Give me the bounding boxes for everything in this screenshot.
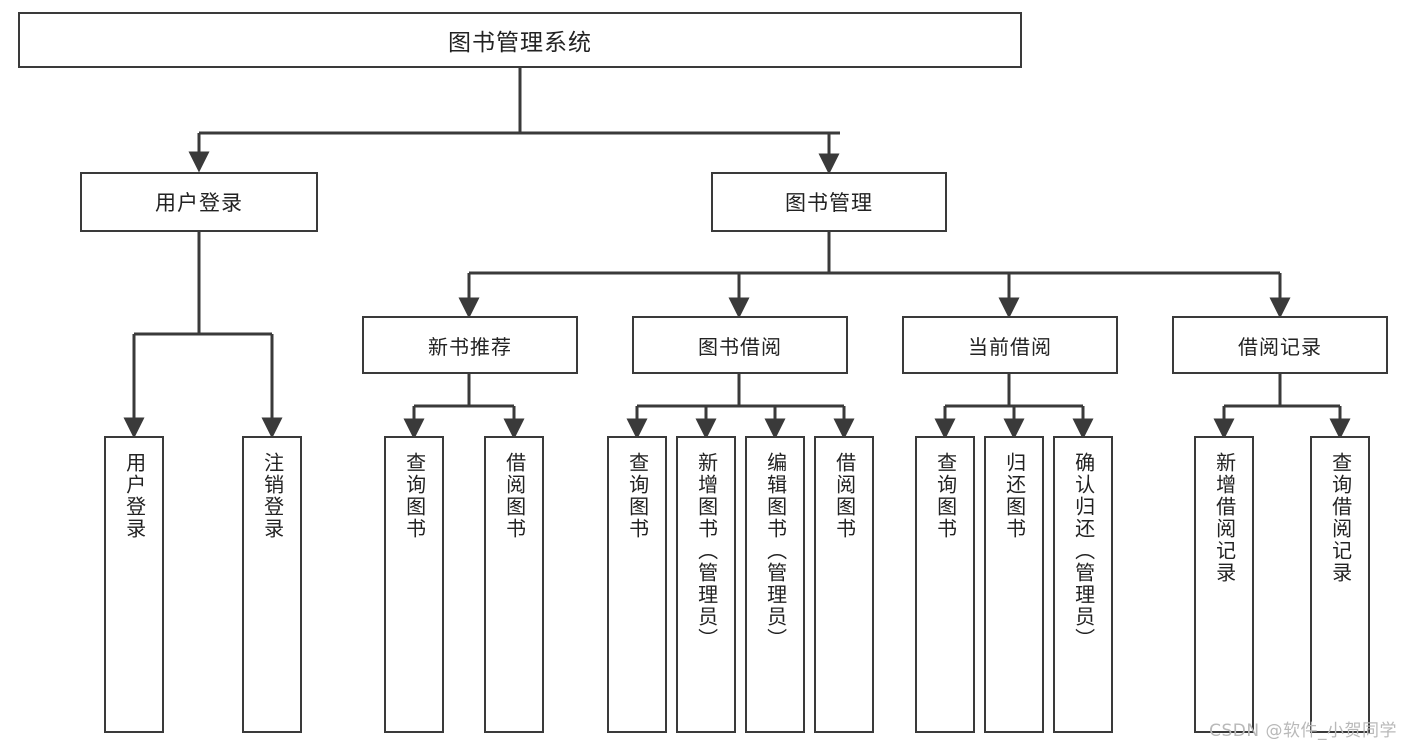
node-root[interactable]: 图书管理系统 <box>18 12 1022 68</box>
leaf-user-login-1[interactable]: 用户登录 <box>104 436 164 733</box>
watermark-text: CSDN @软件_小贺同学 <box>1209 721 1397 741</box>
leaf-user-login-2[interactable]: 注销登录 <box>242 436 302 733</box>
leaf-new-book-2-label: 借阅图书 <box>502 452 527 540</box>
node-book-borrow[interactable]: 图书借阅 <box>632 316 848 374</box>
node-book-borrow-label: 图书借阅 <box>698 334 782 359</box>
leaf-book-borrow-1[interactable]: 查询图书 <box>607 436 667 733</box>
node-book-management-label: 图书管理 <box>785 191 873 215</box>
leaf-current-borrow-1[interactable]: 查询图书 <box>915 436 975 733</box>
leaf-borrow-record-2[interactable]: 查询借阅记录 <box>1310 436 1370 733</box>
node-user-login-label: 用户登录 <box>155 191 243 215</box>
node-book-management[interactable]: 图书管理 <box>711 172 947 232</box>
node-new-book-recommend[interactable]: 新书推荐 <box>362 316 578 374</box>
node-borrow-record[interactable]: 借阅记录 <box>1172 316 1388 374</box>
leaf-current-borrow-2-label: 归还图书 <box>1002 452 1027 540</box>
node-user-login[interactable]: 用户登录 <box>80 172 318 232</box>
node-borrow-record-label: 借阅记录 <box>1238 334 1322 359</box>
leaf-current-borrow-3-label: 确认归还（管理员） <box>1071 452 1096 650</box>
leaf-borrow-record-1[interactable]: 新增借阅记录 <box>1194 436 1254 733</box>
leaf-book-borrow-3-label: 编辑图书（管理员） <box>763 452 788 650</box>
leaf-book-borrow-4[interactable]: 借阅图书 <box>814 436 874 733</box>
leaf-book-borrow-4-label: 借阅图书 <box>832 452 857 540</box>
leaf-new-book-1[interactable]: 查询图书 <box>384 436 444 733</box>
leaf-book-borrow-2-label: 新增图书（管理员） <box>694 452 719 650</box>
leaf-current-borrow-1-label: 查询图书 <box>933 452 958 540</box>
leaf-book-borrow-3[interactable]: 编辑图书（管理员） <box>745 436 805 733</box>
leaf-book-borrow-1-label: 查询图书 <box>625 452 650 540</box>
leaf-new-book-2[interactable]: 借阅图书 <box>484 436 544 733</box>
node-root-label: 图书管理系统 <box>448 30 592 56</box>
leaf-user-login-1-label: 用户登录 <box>122 452 147 540</box>
leaf-book-borrow-2[interactable]: 新增图书（管理员） <box>676 436 736 733</box>
leaf-borrow-record-1-label: 新增借阅记录 <box>1212 452 1237 584</box>
leaf-borrow-record-2-label: 查询借阅记录 <box>1328 452 1353 584</box>
node-current-borrow-label: 当前借阅 <box>968 334 1052 359</box>
node-new-book-recommend-label: 新书推荐 <box>428 334 512 359</box>
leaf-current-borrow-2[interactable]: 归还图书 <box>984 436 1044 733</box>
leaf-new-book-1-label: 查询图书 <box>402 452 427 540</box>
leaf-user-login-2-label: 注销登录 <box>260 452 285 540</box>
leaf-current-borrow-3[interactable]: 确认归还（管理员） <box>1053 436 1113 733</box>
node-current-borrow[interactable]: 当前借阅 <box>902 316 1118 374</box>
